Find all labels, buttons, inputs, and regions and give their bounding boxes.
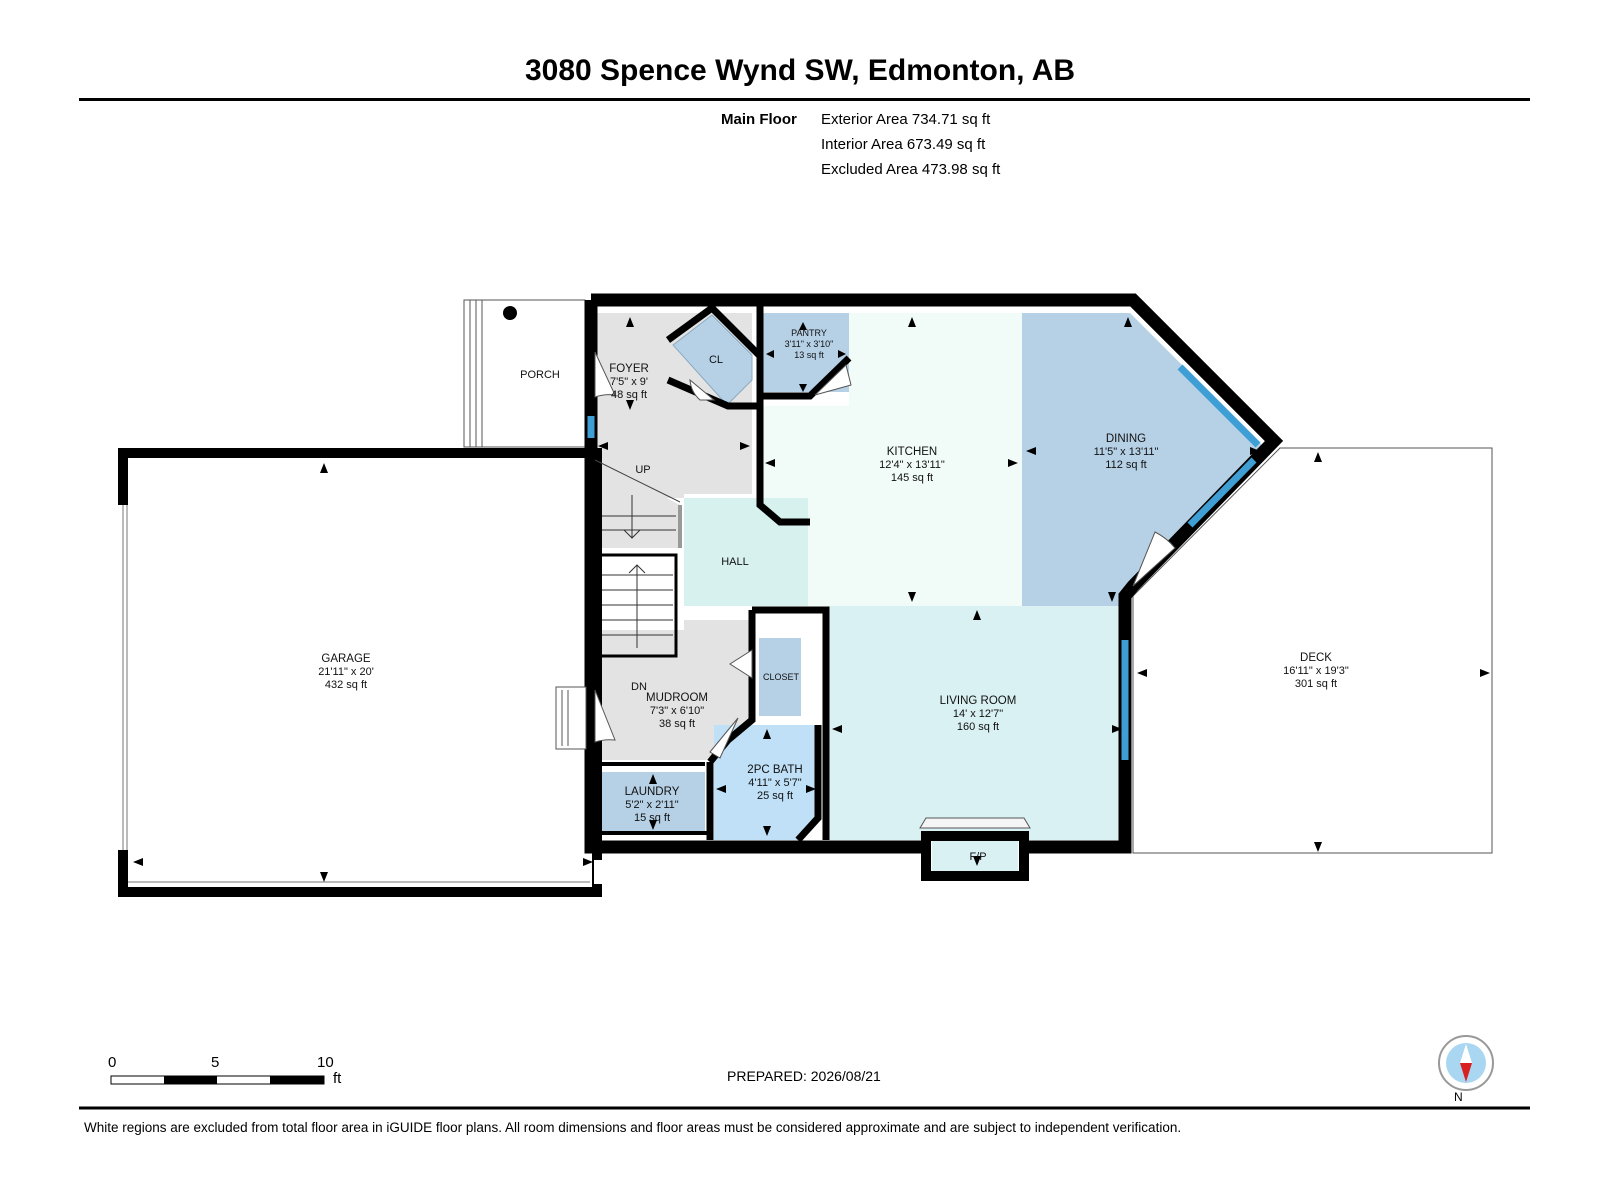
fp-label: F/P [969,851,986,863]
dining-area: 112 sq ft [1105,459,1146,471]
laundry-dims: 5'2" x 2'11" [625,799,678,811]
dimension-arrows [133,317,1490,882]
cl-label: CL [709,354,723,366]
mudroom-dims: 7'3" x 6'10" [650,705,704,717]
living-fill [828,606,1125,840]
living-area: 160 sq ft [957,721,999,733]
bath-dims: 4'11" x 5'7" [748,777,801,789]
foyer-name: FOYER [609,363,649,375]
cl-fill [672,314,753,406]
disclaimer: White regions are excluded from total fl… [84,1120,1182,1135]
kitchen-fill [760,313,1022,606]
closet-label: CLOSET [763,672,800,682]
scale-five: 5 [211,1054,220,1071]
hall-fill [684,498,808,606]
plan-title: 3080 Spence Wynd SW, Edmonton, AB [524,54,1076,87]
scale-ten: 10 [317,1054,334,1071]
kitchen-area: 145 sq ft [891,472,933,484]
living-dims: 14' x 12'7" [953,708,1003,720]
laundry-area: 15 sq ft [634,812,670,824]
bath-name: 2PC BATH [747,764,802,776]
pantry-dims: 3'11" x 3'10" [785,339,834,349]
dining-dims: 11'5" x 13'11" [1094,446,1159,458]
foyer-area: 48 sq ft [611,389,647,401]
doors [555,351,1176,759]
deck-name: DECK [1300,652,1332,664]
garage-dims: 21'11" x 20' [318,666,374,678]
foyer-dims: 7'5" x 9' [610,376,648,388]
prepared-date: PREPARED: 2026/08/21 [727,1068,881,1084]
stairs-up-label: UP [635,464,650,476]
deck-dims: 16'11" x 19'3" [1283,665,1349,677]
scale-bar [110,1075,325,1085]
deck-area: 301 sq ft [1295,678,1337,690]
garage-area: 432 sq ft [325,679,367,691]
title-rule [79,98,1530,101]
interior-area: Interior Area 673.49 sq ft [821,136,986,153]
bath-area: 25 sq ft [757,790,793,802]
pantry-name: PANTRY [791,328,827,338]
kitchen-dims: 12'4" x 13'11" [879,459,945,471]
excluded-area: Excluded Area 473.98 sq ft [821,161,1001,178]
exterior-area: Exterior Area 734.71 sq ft [821,111,991,128]
stair-upper-fill [595,460,680,548]
deck-outline [1132,447,1493,854]
fp-fill [932,838,1018,872]
stairs-down-label: DN [631,681,647,693]
windows [587,364,1261,760]
garage-name: GARAGE [321,653,371,665]
closet-fill [759,638,801,716]
compass-north-label: N [1454,1090,1463,1104]
bath-fill [714,725,818,840]
living-name: LIVING ROOM [940,695,1017,707]
fireplace [919,817,1031,881]
dining-name: DINING [1106,433,1146,445]
scale-unit: ft [333,1070,342,1087]
laundry-name: LAUNDRY [625,786,680,798]
compass-icon [1438,1035,1494,1091]
garage [118,448,602,897]
hall-label: HALL [721,556,749,568]
dining-fill [1022,313,1265,606]
floor-name: Main Floor [721,111,797,128]
mudroom-area: 38 sq ft [659,718,695,730]
scale-zero: 0 [108,1054,117,1071]
pantry-area: 13 sq ft [794,350,824,360]
porch-label: PORCH [520,369,560,381]
kitchen-name: KITCHEN [887,446,937,458]
mudroom-name: MUDROOM [646,692,708,704]
